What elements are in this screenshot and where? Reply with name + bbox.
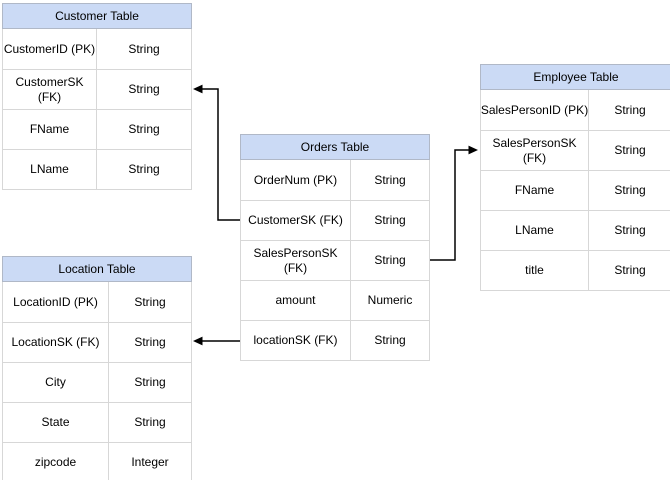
type-cell: Numeric: [367, 293, 413, 307]
table-row: FName String: [3, 109, 191, 149]
type-cell: String: [614, 223, 646, 237]
table-row: SalesPersonSK (FK) String: [241, 240, 429, 280]
table-location-body: LocationID (PK) String LocationSK (FK) S…: [2, 282, 192, 480]
field-cell: OrderNum (PK): [241, 160, 351, 200]
table-row: SalesPersonSK (FK) String: [481, 130, 670, 170]
arrowhead-right-icon: [468, 145, 478, 155]
table-orders: Orders Table OrderNum (PK) String Custom…: [240, 134, 430, 361]
field-cell: LName: [3, 150, 97, 189]
type-cell: String: [128, 162, 160, 176]
type-cell: String: [374, 172, 406, 187]
arrowhead-left-icon: [193, 84, 203, 94]
table-row: zipcode Integer: [3, 442, 191, 480]
type-cell: String: [134, 375, 166, 389]
table-orders-title: Orders Table: [240, 134, 430, 160]
connector-orders-locationsk-to-location: [193, 336, 240, 346]
table-row: LName String: [3, 149, 191, 189]
type-cell: String: [134, 335, 166, 349]
table-customer: Customer Table CustomerID (PK) String Cu…: [2, 3, 192, 190]
field-cell: FName: [481, 171, 589, 210]
type-cell: String: [374, 213, 406, 227]
field-cell: City: [3, 363, 109, 402]
field-cell: locationSK (FK): [241, 321, 351, 360]
field-cell: zipcode: [3, 443, 109, 480]
table-row: State String: [3, 402, 191, 442]
table-row: title String: [481, 250, 670, 290]
table-row: LocationID (PK) String: [3, 282, 191, 322]
table-customer-body: CustomerID (PK) String CustomerSK (FK) S…: [2, 29, 192, 190]
connector-orders-salespersonsk-to-employee: [430, 145, 478, 261]
type-cell: Integer: [131, 455, 169, 469]
table-row: CustomerSK (FK) String: [241, 200, 429, 240]
table-row: LName String: [481, 210, 670, 250]
table-location: Location Table LocationID (PK) String Lo…: [2, 256, 192, 480]
table-row: SalesPersonID (PK) String: [481, 90, 670, 130]
table-row: CustomerID (PK) String: [3, 29, 191, 69]
type-cell: String: [614, 263, 646, 277]
table-employee: Employee Table SalesPersonID (PK) String…: [480, 64, 670, 291]
field-cell: title: [481, 251, 589, 290]
table-employee-body: SalesPersonID (PK) String SalesPersonSK …: [480, 90, 670, 291]
field-cell: SalesPersonSK (FK): [241, 241, 351, 280]
type-cell: String: [374, 253, 406, 267]
type-cell: String: [374, 333, 406, 347]
field-cell: LocationSK (FK): [3, 323, 109, 362]
table-row: LocationSK (FK) String: [3, 322, 191, 362]
field-cell: amount: [241, 281, 351, 320]
type-cell: String: [614, 102, 646, 117]
table-employee-title: Employee Table: [480, 64, 670, 90]
field-cell: LocationID (PK): [3, 282, 109, 322]
field-cell: FName: [3, 110, 97, 149]
type-cell: String: [614, 143, 646, 157]
field-cell: LName: [481, 211, 589, 250]
table-row: CustomerSK (FK) String: [3, 69, 191, 109]
table-row: amount Numeric: [241, 280, 429, 320]
type-cell: String: [128, 122, 160, 136]
type-cell: String: [128, 41, 160, 56]
field-cell: SalesPersonID (PK): [481, 90, 589, 130]
field-cell: State: [3, 403, 109, 442]
type-cell: String: [134, 294, 166, 309]
connector-orders-customersk-to-customer: [193, 84, 240, 221]
type-cell: String: [128, 82, 160, 96]
table-row: locationSK (FK) String: [241, 320, 429, 360]
field-cell: SalesPersonSK (FK): [481, 131, 589, 170]
type-cell: String: [134, 415, 166, 429]
table-location-title: Location Table: [2, 256, 192, 282]
table-row: OrderNum (PK) String: [241, 160, 429, 200]
field-cell: CustomerSK (FK): [241, 201, 351, 240]
table-customer-title: Customer Table: [2, 3, 192, 29]
table-row: FName String: [481, 170, 670, 210]
field-cell: CustomerID (PK): [3, 29, 97, 69]
field-cell: CustomerSK (FK): [3, 70, 97, 109]
type-cell: String: [614, 183, 646, 197]
arrowhead-left-icon: [193, 336, 203, 346]
table-orders-body: OrderNum (PK) String CustomerSK (FK) Str…: [240, 160, 430, 361]
table-row: City String: [3, 362, 191, 402]
